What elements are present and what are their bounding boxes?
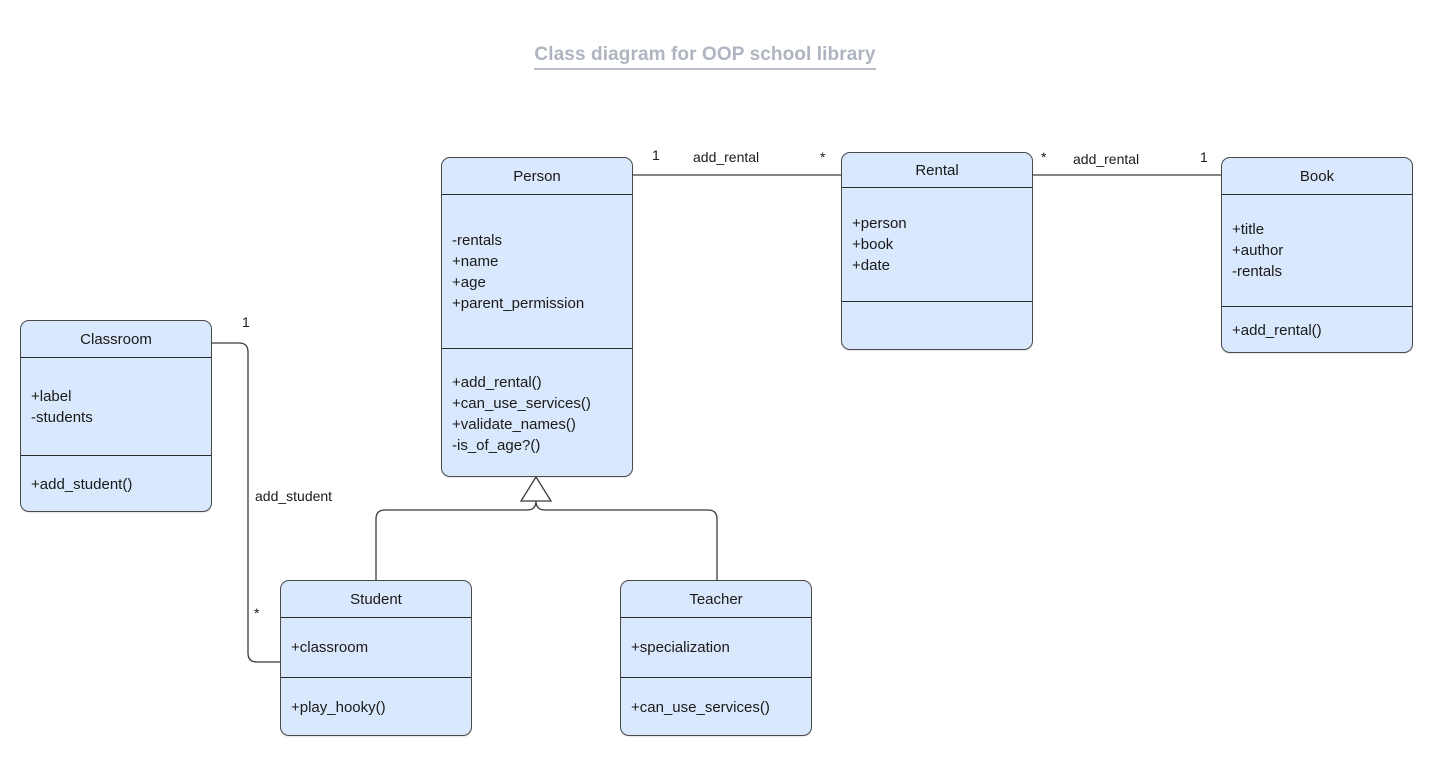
inheritance-triangle-icon (519, 475, 553, 502)
class-box-classroom[interactable]: Classroom +label -students +add_student(… (20, 320, 212, 512)
class-attributes-teacher: +specialization (621, 617, 811, 677)
class-member: +add_rental() (452, 373, 542, 391)
class-member: +specialization (631, 639, 730, 656)
class-member: +validate_names() (452, 415, 576, 433)
class-member: +can_use_services() (631, 699, 770, 716)
page-title-text: Class diagram for OOP school library (534, 44, 876, 70)
multiplicity-classroom-student-source: 1 (242, 314, 250, 330)
class-member: +author (1232, 242, 1284, 259)
edge-student-person-generalization (375, 500, 537, 580)
class-member: -is_of_age?() (452, 436, 541, 454)
class-name-book: Book (1299, 167, 1335, 185)
class-member: +book (852, 236, 894, 253)
class-methods-student: +play_hooky() (281, 677, 471, 735)
class-member: +title (1232, 221, 1265, 238)
edge-label-classroom-student: add_student (255, 488, 333, 504)
edge-label-person-rental: add_rental (693, 149, 760, 165)
class-methods-person: +add_rental() +can_use_services() +valid… (442, 348, 632, 476)
class-name-teacher: Teacher (689, 590, 743, 608)
class-box-book[interactable]: Book +title +author -rentals +add_rental… (1221, 157, 1413, 353)
multiplicity-classroom-student-target: * (254, 605, 260, 621)
class-member: +date (852, 257, 890, 274)
edge-label-rental-book: add_rental (1073, 151, 1140, 167)
class-member: +add_rental() (1232, 322, 1322, 339)
class-member: -students (31, 408, 93, 426)
class-name-person: Person (513, 167, 561, 185)
multiplicity-person-rental-source: 1 (652, 147, 660, 163)
class-member: +label (31, 387, 72, 405)
class-member: +play_hooky() (291, 699, 386, 716)
class-box-teacher[interactable]: Teacher +specialization +can_use_service… (620, 580, 812, 736)
class-box-rental[interactable]: Rental +person +book +date (841, 152, 1033, 350)
class-member: +add_student() (31, 476, 133, 493)
class-member: +can_use_services() (452, 394, 591, 412)
page-title: Class diagram for OOP school library (0, 44, 1410, 70)
class-name-student: Student (350, 590, 402, 608)
class-methods-rental (842, 301, 1032, 349)
class-member: +age (452, 273, 486, 291)
class-methods-book: +add_rental() (1222, 306, 1412, 352)
class-box-person[interactable]: Person -rentals +name +age +parent_permi… (441, 157, 633, 477)
class-member: +classroom (291, 639, 369, 656)
class-methods-classroom: +add_student() (21, 455, 211, 511)
multiplicity-rental-book-target: 1 (1200, 149, 1208, 165)
multiplicity-person-rental-target: * (820, 149, 826, 165)
class-member: -rentals (1232, 263, 1283, 280)
class-attributes-book: +title +author -rentals (1222, 194, 1412, 306)
class-member: -rentals (452, 231, 503, 249)
class-attributes-student: +classroom (281, 617, 471, 677)
class-name-rental: Rental (915, 161, 959, 179)
class-attributes-person: -rentals +name +age +parent_permission (442, 194, 632, 348)
class-member: +parent_permission (452, 294, 585, 312)
edge-teacher-person-generalization (535, 500, 718, 580)
class-member: +name (452, 252, 499, 270)
class-member: +person (852, 215, 907, 232)
class-attributes-rental: +person +book +date (842, 187, 1032, 301)
class-name-classroom: Classroom (80, 330, 152, 348)
class-methods-teacher: +can_use_services() (621, 677, 811, 735)
multiplicity-rental-book-source: * (1041, 149, 1047, 165)
class-attributes-classroom: +label -students (21, 357, 211, 455)
class-box-student[interactable]: Student +classroom +play_hooky() (280, 580, 472, 736)
